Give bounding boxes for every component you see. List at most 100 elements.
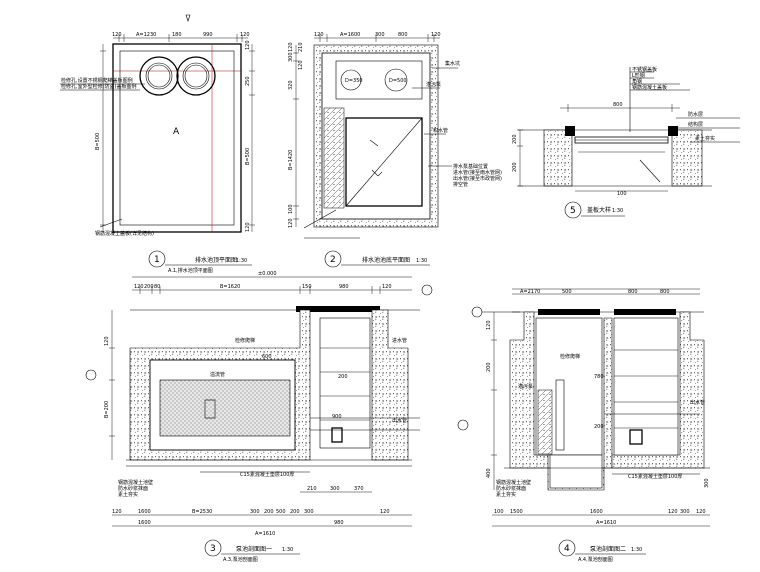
sec4-row-1: 1500 xyxy=(510,509,523,515)
sec4-top-dim-1: A=2170 xyxy=(520,289,540,295)
sec3-top-dim-6: 980 xyxy=(339,284,349,290)
plan2-label-d350: D=350 xyxy=(345,78,363,84)
sec3-elev-bubble-icon xyxy=(85,369,97,381)
detail5-note-4: 钢筋混凝土盖板 xyxy=(632,84,667,91)
sec3-row1-0: 120 xyxy=(112,509,122,515)
sec4-elev-bubble-icon xyxy=(457,419,469,431)
sec4-sump xyxy=(549,454,603,489)
detail5-dim-4: 100 xyxy=(617,191,627,197)
view-1-scale: 1:30 xyxy=(236,258,247,264)
view-3-number: 3 xyxy=(210,544,216,554)
sec3-top-dim-7: 120 xyxy=(382,284,392,290)
sec4-total: A=1610 xyxy=(596,520,616,526)
sec4-top-dim-4: 800 xyxy=(660,289,670,295)
plan2-left-dim-1: 120 xyxy=(288,42,294,52)
detail5-note-2: L形钢 xyxy=(632,72,645,79)
sec3-grid-bubble-icon xyxy=(421,284,433,296)
sec4-row-0: 100 xyxy=(494,509,504,515)
sec3-top-dim-3: 80 xyxy=(154,284,160,290)
view-4-scale: 1:30 xyxy=(631,547,642,553)
view-5-number: 5 xyxy=(570,206,576,216)
sec4-note-1: C15素混凝土垫层100厚 xyxy=(628,473,682,480)
view-3-number-circle xyxy=(204,539,222,557)
sec3-cover xyxy=(296,306,380,312)
sec3-side-dim-5: 900 xyxy=(332,414,342,420)
view-5-title: 盖板大样 xyxy=(587,206,611,214)
sec4-side-dim-5: 400 xyxy=(486,468,492,478)
sec3-top-dim-4: B=1620 xyxy=(220,284,240,290)
plan2-dim-1: 120 xyxy=(314,32,324,38)
manhole-right-icon xyxy=(176,56,216,96)
section-view-4: A=2170 500 800 800 检修爬梯 潜污泵 出水管 120 200 … xyxy=(457,288,710,563)
sec3-label-3: 进水管 xyxy=(392,337,407,344)
sec4-row-5: 120 xyxy=(696,509,706,515)
view-2-number: 2 xyxy=(330,255,336,265)
sec3-note-4: 素土夯实 xyxy=(118,491,138,498)
detail5-right-footing xyxy=(671,129,703,187)
sec3-bottom-dim-2: 300 xyxy=(330,486,340,492)
view-2-number-circle xyxy=(324,250,342,268)
sec4-label-2: 潜污泵 xyxy=(518,383,533,390)
view-1-title: 排水池顶平面图 xyxy=(195,256,237,264)
sec4-side-dim-2: 200 xyxy=(486,362,492,372)
plan1-note-2: 检修孔,室外型检修(防盗)盖板图例 xyxy=(61,83,137,90)
detail5-dim-2: 200 xyxy=(512,134,518,144)
plan1-dim-4: 990 xyxy=(203,32,213,38)
sec3-level: ±0.000 xyxy=(258,271,277,277)
sec4-note-4: 素土夯实 xyxy=(496,491,516,498)
sec3-shaft xyxy=(319,317,371,449)
sec3-side-dim-4: 200 xyxy=(338,374,348,380)
sec3-row1-2: B=2530 xyxy=(192,509,212,515)
sec4-row-4: 300 xyxy=(680,509,690,515)
plan1-note-3: 钢筋混凝土盖板(详见结构) xyxy=(95,230,154,237)
sec3-row1-1: 1600 xyxy=(138,509,151,515)
sec3-row2-1: 980 xyxy=(334,520,344,526)
sec3-label-2: 检修爬梯 xyxy=(235,337,255,344)
detail5-dim-1: 800 xyxy=(613,102,623,108)
view-4-number: 4 xyxy=(564,544,570,554)
plan1-right-dim-4: 120 xyxy=(245,222,251,232)
view-1-number-circle xyxy=(148,250,166,268)
sec4-cover-right xyxy=(614,309,676,315)
detail5-note-7: 素土夯实 xyxy=(695,135,715,142)
sec4-side-dim-3: 780 xyxy=(594,374,604,380)
sec3-label-1: 溢流管 xyxy=(210,371,225,378)
view-5-scale: 1:30 xyxy=(612,208,623,214)
sec4-pipe-icon xyxy=(555,379,565,451)
plan2-note-3: 出水管(接至市政管网) xyxy=(453,175,502,182)
sec3-top-dim-1: 120 xyxy=(134,284,144,290)
pump-pit-outline xyxy=(335,60,423,100)
ladder-gravel-strip xyxy=(323,107,345,209)
sec4-note-3: 防水砂浆抹面 xyxy=(496,485,526,492)
plan-view-2: 120 A=1600 300 800 120 D=350 D=500 集水坑 潜… xyxy=(288,32,502,268)
plan2-left-dim-5: 100 xyxy=(288,204,294,214)
plan1-right-dim-3: B=500 xyxy=(245,148,251,165)
plan1-dim-3: 180 xyxy=(172,32,182,38)
plan2-note-4: 排空管 xyxy=(453,181,468,188)
plan1-right-dim-1: 120 xyxy=(245,40,251,50)
detail5-right-angle xyxy=(668,126,678,136)
section-view-3: 120 200 80 B=1620 150 980 120 ±0.000 溢流管… xyxy=(85,271,433,563)
sec3-row1-8: 120 xyxy=(380,509,390,515)
sec3-row1-7: 300 xyxy=(304,509,314,515)
plan2-dim-3: 300 xyxy=(375,32,385,38)
drain-arrow-icon xyxy=(371,169,383,177)
sec3-row1-6: 200 xyxy=(290,509,300,515)
sec4-side-dim-4: 200 xyxy=(594,424,604,430)
sec4-row-2: 1600 xyxy=(590,509,603,515)
sec3-bottom-dim-1: 210 xyxy=(307,486,317,492)
plan2-note-2: 进水管(接至雨水管网) xyxy=(453,169,502,176)
plan1-dim-1: 120 xyxy=(112,32,122,38)
sec3-note-2: 钢筋混凝土池壁 xyxy=(118,479,153,486)
plan2-note-1: 排水泵基础位置 xyxy=(453,163,488,170)
plan2-callout-2: 潜污泵 xyxy=(426,81,441,88)
sec4-pump-icon xyxy=(629,429,643,445)
view-2-scale: 1:30 xyxy=(416,258,427,264)
manhole-left-icon xyxy=(139,56,179,96)
plan2-callout-1: 集水坑 xyxy=(445,60,460,67)
pit-manhole-left-icon xyxy=(340,69,362,91)
detail5-left-footing xyxy=(543,129,573,187)
plan1-dim-5: 120 xyxy=(240,32,250,38)
plan2-dim-2: A=1600 xyxy=(340,32,360,38)
